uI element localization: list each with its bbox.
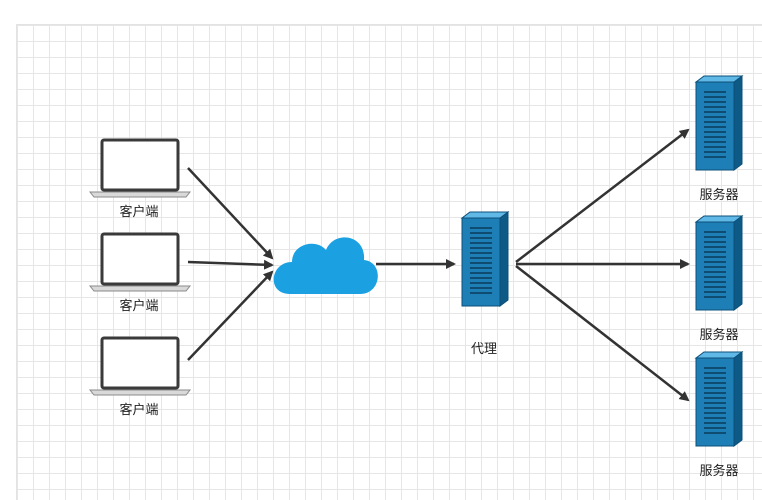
server-2-label: 服务器	[699, 327, 738, 343]
server-rack-icon	[695, 75, 743, 171]
client-1-label: 客户端	[119, 204, 158, 220]
proxy: 代理	[461, 211, 509, 357]
connectors	[187, 128, 690, 402]
proxy-label: 代理	[471, 342, 497, 357]
laptop-icon	[88, 336, 192, 397]
server-3-label: 服务器	[699, 463, 738, 479]
arrow-proxy-to-server3	[515, 265, 690, 402]
client-2-label: 客户端	[119, 298, 158, 314]
server-rack-icon	[461, 211, 509, 307]
arrow-client3-to-cloud	[187, 270, 274, 361]
client-3-label: 客户端	[119, 402, 158, 418]
client-2: 客户端	[88, 232, 192, 314]
arrow-client2-to-cloud	[187, 259, 274, 270]
arrow-proxy-to-server1	[515, 128, 690, 263]
server-3: 服务器	[695, 351, 743, 479]
arrow-client1-to-cloud	[187, 167, 274, 260]
laptop-icon	[88, 138, 192, 199]
server-1-label: 服务器	[699, 187, 738, 203]
server-2: 服务器	[695, 215, 743, 343]
client-1: 客户端	[88, 138, 192, 220]
server-rack-icon	[695, 351, 743, 447]
server-1: 服务器	[695, 75, 743, 203]
grid-background	[16, 24, 762, 500]
laptop-icon	[88, 232, 192, 293]
server-rack-icon	[695, 215, 743, 311]
client-3: 客户端	[88, 336, 192, 418]
cloud-icon	[273, 237, 378, 294]
